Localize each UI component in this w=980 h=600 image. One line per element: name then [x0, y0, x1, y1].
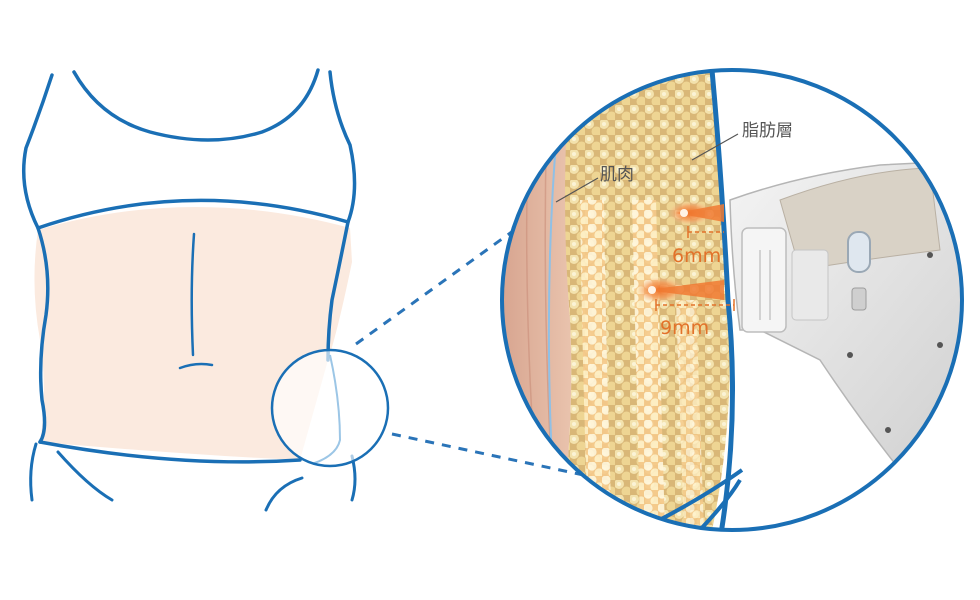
focal-point-icon: [636, 277, 724, 303]
left-hip-outline: [29, 442, 114, 502]
depth-marker-6mm: [687, 226, 724, 238]
left-waist-outline: [36, 226, 50, 444]
treated-column-mid: [676, 300, 704, 530]
muscle-leader-line: [555, 177, 599, 203]
treated-column-left: [580, 200, 612, 530]
label-muscle: 肌肉: [600, 165, 634, 185]
ultrasound-probe-icon: [729, 159, 962, 471]
label-depth-9mm: 9mm: [660, 317, 709, 339]
right-waist-outline: [326, 220, 350, 362]
focal-point-icon: [668, 201, 724, 225]
upper-back-outline: [21, 70, 357, 231]
zoom-cross-section: [502, 70, 962, 530]
depth-marker-9mm: [655, 299, 735, 311]
skin-surface-line: [709, 70, 735, 530]
neck-collar-outline: [72, 68, 320, 142]
zoom-circle-border: [500, 68, 964, 532]
magnify-area-circle: [270, 348, 390, 468]
spine-line: [190, 232, 196, 357]
waistband-outline: [38, 440, 302, 464]
label-depth-6mm: 6mm: [672, 245, 721, 267]
fat-layer-leader-line: [691, 133, 739, 161]
label-fat-layer: 脂肪層: [742, 121, 793, 141]
tailbone-mark: [178, 362, 214, 370]
